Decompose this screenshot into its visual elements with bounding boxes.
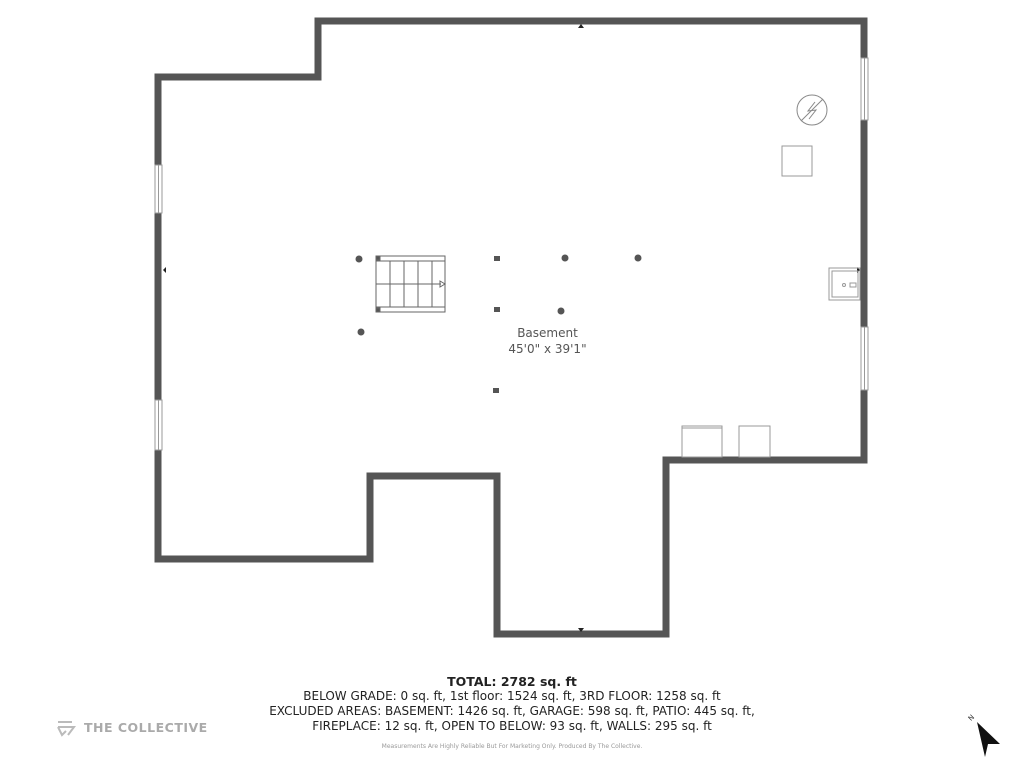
brand-name: THE COLLECTIVE [84, 720, 208, 735]
electrical-panel-icon [796, 94, 828, 126]
area-line-3: FIREPLACE: 12 sq. ft, OPEN TO BELOW: 93 … [312, 719, 712, 733]
washer-dryer [681, 425, 771, 458]
sink [828, 267, 861, 301]
water-heater [781, 145, 813, 177]
windows [154, 57, 869, 451]
room-name: Basement [517, 326, 578, 340]
total-area: TOTAL: 2782 sq. ft [447, 674, 577, 689]
room-label: Basement 45'0" x 39'1" [470, 325, 625, 357]
stairs [375, 255, 446, 313]
exterior-walls [154, 17, 868, 638]
area-line-2: EXCLUDED AREAS: BASEMENT: 1426 sq. ft, G… [269, 704, 755, 718]
disclaimer: Measurements Are Highly Reliable But For… [381, 743, 643, 750]
north-arrow-icon [977, 722, 1000, 757]
compass-label: N [967, 713, 976, 722]
brand: THE COLLECTIVE [58, 720, 208, 735]
brand-logo-icon [57, 721, 76, 737]
columns [355, 254, 642, 393]
room-dimensions: 45'0" x 39'1" [508, 342, 587, 356]
area-line-1: BELOW GRADE: 0 sq. ft, 1st floor: 1524 s… [303, 689, 721, 703]
